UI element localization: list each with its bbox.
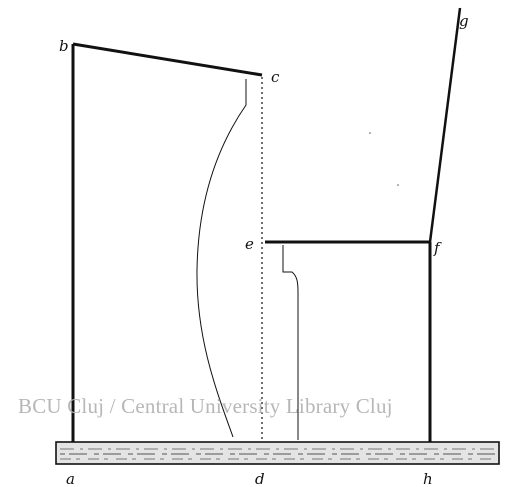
line-b-c (72, 42, 263, 77)
label-d: d (255, 470, 265, 487)
right-small-column (282, 245, 299, 440)
label-h: h (423, 470, 433, 487)
left-curved-column (196, 79, 247, 438)
label-a: a (66, 470, 75, 487)
speck (369, 132, 371, 134)
line-f-g (428, 7, 462, 243)
label-e: e (245, 235, 254, 253)
label-b: b (59, 37, 69, 55)
base-plate (55, 441, 500, 465)
label-c: c (271, 68, 280, 86)
speck (397, 184, 399, 186)
label-g: g (459, 12, 469, 30)
label-f: f (433, 239, 442, 257)
